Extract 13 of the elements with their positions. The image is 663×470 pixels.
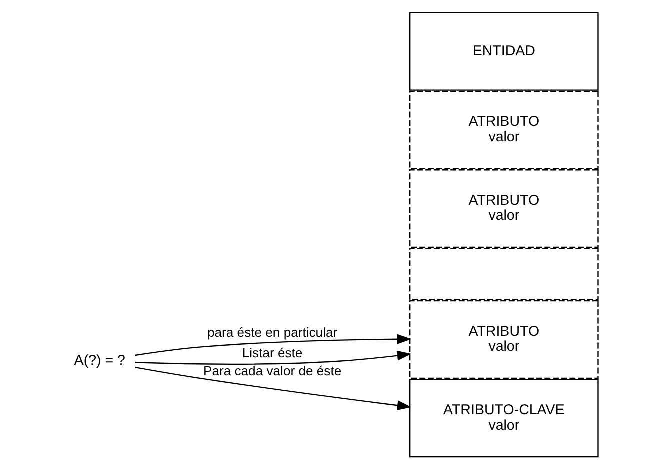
node-text: A(?) = ? [74, 352, 126, 369]
node-box: ATRIBUTO valor [410, 300, 599, 380]
arrow [135, 350, 412, 365]
edge-label: Para cada valor de éste [203, 363, 342, 378]
node-box: ATRIBUTO valor [410, 170, 599, 248]
arrow [135, 334, 412, 356]
arrow [135, 366, 412, 411]
edge-label: Listar éste [242, 345, 303, 360]
node-box [410, 248, 599, 300]
node-box: ENTIDAD [410, 12, 599, 91]
node-box: ATRIBUTO-CLAVE valor [410, 379, 599, 458]
edge-label: para éste en particular [207, 325, 338, 340]
node-box: ATRIBUTO valor [410, 90, 599, 170]
